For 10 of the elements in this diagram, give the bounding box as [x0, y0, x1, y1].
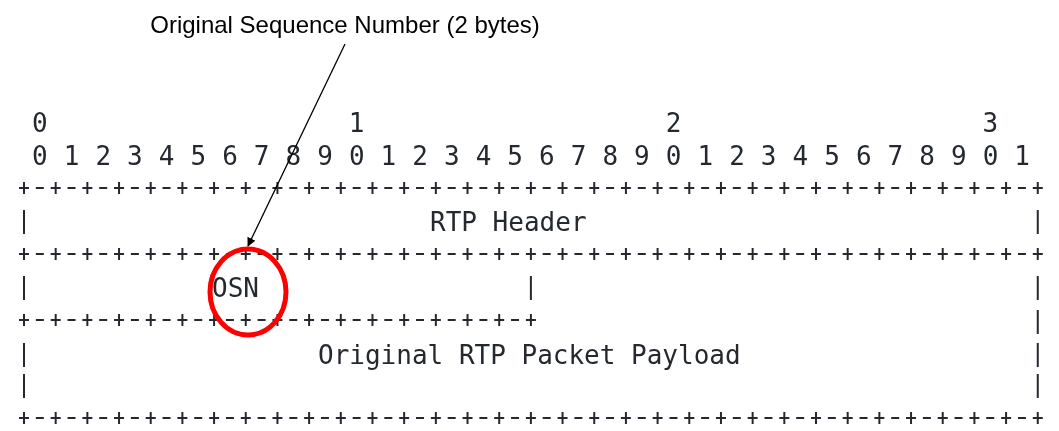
field-label: Original RTP Packet Payload	[318, 340, 741, 370]
bit-number: 3	[982, 108, 999, 138]
highlight-circle	[207, 246, 289, 338]
field-label: OSN	[212, 273, 259, 303]
bit-number: 0	[32, 108, 48, 138]
bit-number: 2	[665, 108, 682, 138]
arrow	[247, 43, 346, 247]
annotation-text: Original Sequence Number (2 bytes)	[150, 10, 540, 40]
bit-number: 1	[348, 108, 365, 138]
field-label: RTP Header	[430, 207, 587, 237]
